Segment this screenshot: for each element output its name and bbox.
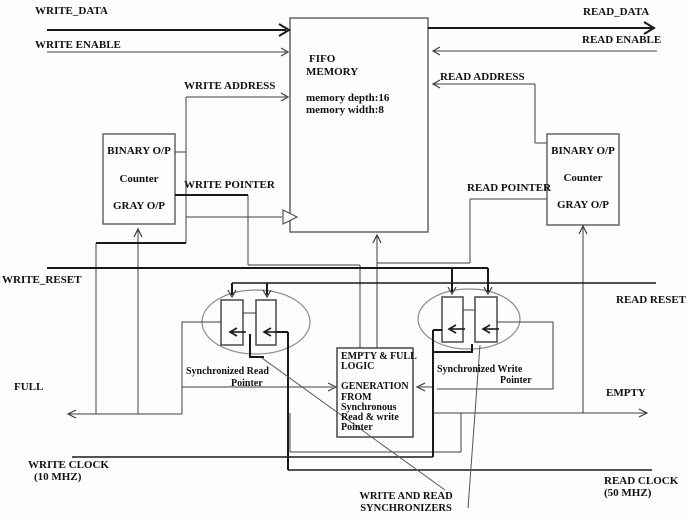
empty-label: EMPTY	[606, 387, 646, 399]
empty-full-logic-box	[336, 347, 414, 438]
write-counter-gray-label: GRAY O/P	[112, 200, 166, 212]
write-enable-label: WRITE ENABLE	[35, 39, 121, 51]
read-data-arrow	[643, 21, 656, 35]
fifo-width-text: memory width:8	[306, 104, 384, 116]
full-label: FULL	[14, 381, 44, 393]
read-address-label: READ ADDRESS	[440, 71, 525, 83]
write-clock-counter-arrow	[133, 227, 143, 238]
reset-drop-arrow	[447, 286, 457, 296]
read-counter-binary-label: BINARY O/P	[551, 145, 615, 157]
write-enable-arrow	[280, 47, 290, 57]
read-reset-label: READ RESET	[616, 294, 686, 306]
synchronizer-callout-lines	[261, 344, 481, 509]
sync-write-pointer-label-line2: Pointer	[500, 375, 532, 386]
flipflop-box	[255, 299, 277, 346]
write-pointer-label: WRITE POINTER	[184, 179, 275, 191]
read-clock-freq-label: (50 MHZ)	[604, 487, 652, 499]
fifo-depth-text: memory depth:16	[306, 92, 390, 104]
flipflop-box	[474, 296, 498, 343]
read-counter-box	[546, 133, 620, 226]
logic-line3: GENERATION	[341, 381, 409, 392]
empty-output-arrow	[638, 408, 649, 418]
read-counter-gray-label: GRAY O/P	[556, 199, 610, 211]
flipflop-box	[441, 296, 464, 343]
fifo-memory-box	[289, 17, 429, 233]
synchronizers-caption-line2: SYNCHRONIZERS	[360, 503, 452, 514]
synchronizers-caption-line1: WRITE AND READ	[359, 491, 453, 502]
synchronizers-caption: WRITE AND READ SYNCHRONIZERS	[348, 491, 464, 515]
reset-drop-arrow	[227, 289, 237, 299]
write-counter-label: Counter	[119, 173, 159, 185]
write-clock-label: WRITE CLOCK	[28, 459, 109, 471]
sync-read-into-logic-arrow	[327, 382, 338, 392]
write-data-arrow	[278, 23, 291, 37]
flipflop-clock-arrows	[228, 324, 499, 337]
fifo-title-line1: FIFO	[309, 53, 336, 65]
write-sync-ellipse	[417, 288, 521, 350]
signal-wires	[47, 50, 657, 453]
logic-line1: EMPTY & FULL	[341, 351, 417, 362]
logic-line7: Pointer	[341, 422, 373, 433]
bus-wires	[47, 27, 656, 471]
reset-drop-arrow	[483, 286, 493, 296]
read-pointer-into-fifo-arrow	[372, 233, 382, 244]
read-pointer-label: READ POINTER	[467, 182, 552, 194]
read-enable-arrow	[431, 46, 441, 56]
write-data-label: WRITE_DATA	[35, 5, 108, 17]
logic-line4: FROM	[341, 392, 372, 403]
reset-drop-arrow	[262, 289, 272, 299]
arrowheads-thin	[66, 46, 649, 419]
logic-line5: Synchronous	[341, 402, 397, 413]
read-clock-counter-arrow	[578, 224, 588, 235]
read-enable-label: READ ENABLE	[582, 34, 662, 46]
sync-read-pointer-label-line1: Synchronized Read	[186, 366, 269, 377]
flipflop-box	[220, 299, 244, 346]
logic-line6: Read & write	[341, 412, 399, 423]
logic-line2: LOGIC	[341, 361, 375, 372]
write-clock-freq-label: (10 MHZ)	[34, 471, 82, 483]
read-data-label: READ_DATA	[583, 6, 650, 18]
sync-write-pointer-label-line1: Synchronized Write	[437, 364, 523, 375]
read-clock-label: READ CLOCK	[604, 475, 679, 487]
write-reset-label: WRITE_RESET	[2, 274, 82, 286]
full-output-arrow	[66, 409, 77, 419]
write-address-arrow	[280, 92, 290, 102]
fifo-clock-triangle	[282, 209, 299, 225]
sync-read-pointer-label-line2: Pointer	[231, 378, 263, 389]
read-address-arrow	[431, 79, 441, 89]
fifo-title-line2: MEMORY	[306, 66, 359, 78]
write-address-label: WRITE ADDRESS	[184, 80, 276, 92]
sync-write-into-logic-arrow	[415, 382, 426, 392]
read-counter-label: Counter	[563, 172, 603, 184]
synchronizer-flipflops	[220, 296, 498, 346]
write-counter-binary-label: BINARY O/P	[107, 145, 171, 157]
arrowheads	[278, 21, 656, 37]
write-counter-box	[102, 133, 176, 225]
